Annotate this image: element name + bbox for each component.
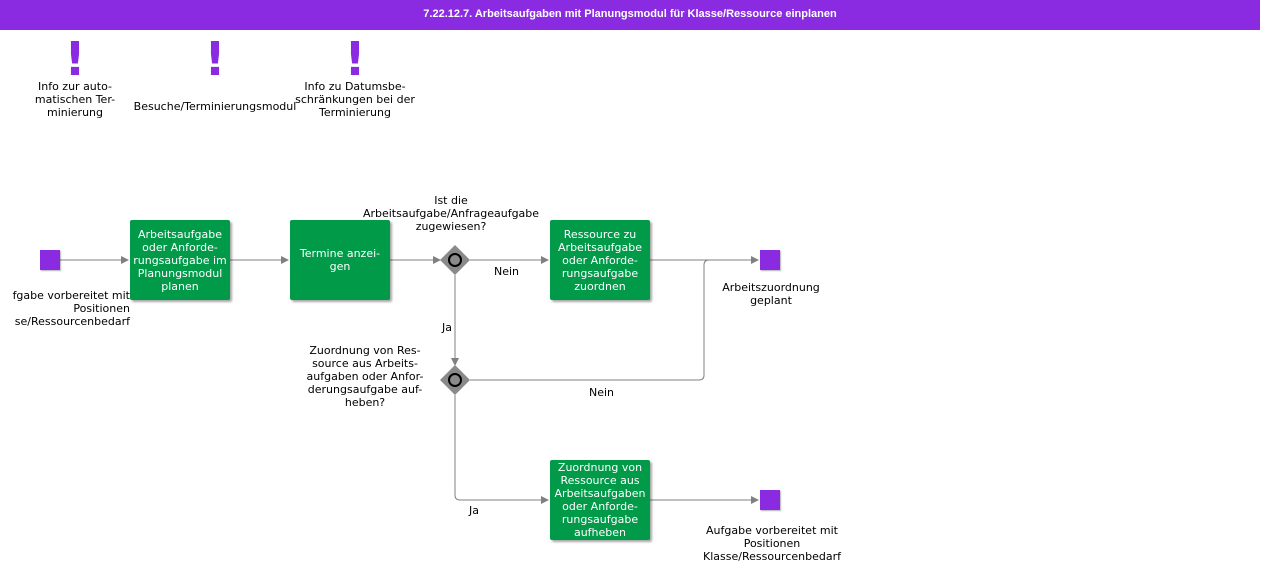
note-auto-scheduling[interactable]: ! Info zur auto- matischen Ter- minierun… [25, 32, 125, 119]
flow-label-g2-yes: Ja [469, 504, 479, 517]
end-event-planned-label: Arbeitszuordnung geplant [722, 281, 820, 307]
title-bar: 7.22.12.7. Arbeitsaufgaben mit Planungsm… [0, 0, 1260, 30]
start-event-label: fgabe vorbereitet mit Positionen se/Ress… [12, 289, 130, 328]
start-event[interactable] [40, 250, 60, 270]
flow-label-g2-no: Nein [589, 386, 615, 399]
note-date-restrictions[interactable]: ! Info zu Datumsbe- schränkungen bei der… [290, 32, 420, 119]
end-event-prepared-label: Aufgabe vorbereitet mit Positionen Klass… [703, 524, 841, 563]
flow-label-g1-no: Nein [494, 265, 520, 278]
gateway-remove-question: Zuordnung von Res- source aus Arbeits- a… [306, 344, 424, 409]
page-title: 7.22.12.7. Arbeitsaufgaben mit Planungsm… [423, 8, 837, 20]
note-caption: Info zur auto- matischen Ter- minierung [34, 80, 116, 119]
note-caption: Info zu Datumsbe- schränkungen bei der T… [295, 80, 415, 119]
exclamation-icon: ! [64, 32, 86, 86]
note-visits-scheduling-module[interactable]: ! Besuche/Terminierungsmodul [125, 32, 305, 113]
end-event-prepared[interactable] [760, 490, 780, 510]
task-remove-resource-assignment[interactable]: Zuordnung von Ressource aus Arbeitsaufga… [550, 460, 650, 540]
task-show-appointments[interactable]: Termine anzei- gen [290, 220, 390, 300]
gateway-assigned [440, 245, 470, 275]
end-event-planned[interactable] [760, 250, 780, 270]
task-plan-in-scheduling-module[interactable]: Arbeitsaufgabe oder Anforde- rungsaufgab… [130, 220, 230, 300]
flow-g2-to-remove [454, 395, 549, 504]
flow-g2-to-end [470, 259, 710, 381]
exclamation-icon: ! [344, 32, 366, 86]
flow-label-g1-yes: Ja [442, 321, 452, 334]
note-caption: Besuche/Terminierungsmodul [133, 100, 297, 113]
gateway-assigned-question: Ist die Arbeitsaufgabe/Anfrageaufgabe zu… [362, 194, 540, 233]
gateway-remove-assignment [440, 365, 470, 395]
exclamation-icon: ! [204, 32, 226, 86]
task-assign-resource[interactable]: Ressource zu Arbeitsaufgabe oder Anforde… [550, 220, 650, 300]
